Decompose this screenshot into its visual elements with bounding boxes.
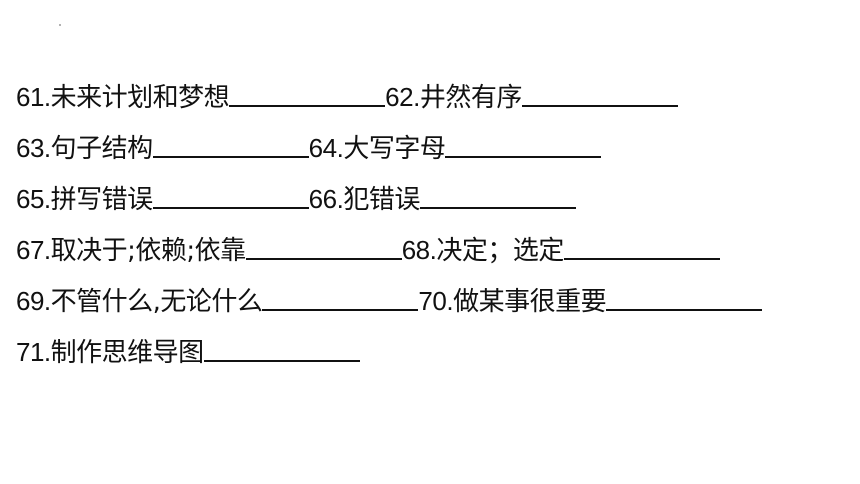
- item-text: 井然有序: [419, 83, 523, 113]
- vocab-item-63: 63.句子结构: [16, 127, 153, 171]
- answer-blank-68[interactable]: [563, 232, 720, 260]
- answer-blank-63[interactable]: [152, 130, 309, 158]
- item-text: 大写字母: [343, 134, 446, 164]
- list-line-6: 71.制作思维导图: [16, 331, 762, 382]
- list-line-3: 65.拼写错误 66.犯错误: [16, 178, 762, 229]
- item-text: 制作思维导图: [50, 338, 205, 368]
- answer-blank-61[interactable]: [229, 79, 386, 107]
- answer-blank-71[interactable]: [203, 334, 360, 362]
- item-text: 句子结构: [50, 134, 154, 164]
- vocab-item-66: 66.犯错误: [308, 178, 421, 222]
- item-number: 71.: [16, 337, 51, 367]
- list-line-1: 61.未来计划和梦想 62.井然有序: [16, 76, 762, 127]
- item-number: 70.: [418, 286, 454, 316]
- item-number: 65.: [16, 184, 51, 214]
- vocab-item-70: 70.做某事很重要: [418, 280, 606, 324]
- item-number: 63.: [16, 133, 51, 163]
- vocab-item-67: 67.取决于;依赖;依靠: [16, 229, 246, 273]
- item-text: 决定；选定: [436, 236, 564, 266]
- item-number: 64.: [308, 133, 344, 163]
- item-text: 未来计划和梦想: [50, 83, 230, 113]
- vocab-item-71: 71.制作思维导图: [16, 331, 204, 375]
- item-text: 取决于;依赖;依靠: [50, 236, 247, 266]
- answer-blank-67[interactable]: [245, 232, 402, 260]
- answer-blank-70[interactable]: [606, 283, 763, 311]
- item-text: 犯错误: [343, 185, 420, 215]
- item-number: 62.: [385, 82, 420, 112]
- item-text: 做某事很重要: [453, 287, 607, 317]
- decorative-dot: [59, 24, 61, 26]
- vocab-item-61: 61.未来计划和梦想: [16, 76, 230, 120]
- item-number: 68.: [401, 235, 437, 265]
- list-line-5: 69.不管什么,无论什么 70.做某事很重要: [16, 280, 763, 331]
- vocab-item-69: 69.不管什么,无论什么: [16, 280, 263, 324]
- item-number: 67.: [16, 235, 51, 265]
- item-number: 61.: [16, 82, 51, 112]
- list-line-4: 67.取决于;依赖;依靠 68.决定；选定: [16, 229, 762, 280]
- answer-blank-69[interactable]: [262, 283, 419, 311]
- list-line-2: 63.句子结构 64.大写字母: [16, 127, 762, 178]
- vocab-item-65: 65.拼写错误: [16, 178, 153, 222]
- answer-blank-66[interactable]: [419, 181, 576, 209]
- vocabulary-list: 61.未来计划和梦想 62.井然有序 63.句子结构 64.大写字母 65.拼写错误…: [16, 76, 763, 382]
- vocab-item-68: 68.决定；选定: [401, 229, 565, 273]
- vocab-item-62: 62.井然有序: [385, 76, 522, 120]
- item-number: 69.: [16, 286, 51, 316]
- answer-blank-65[interactable]: [152, 181, 309, 209]
- item-text: 不管什么,无论什么: [50, 287, 263, 317]
- answer-blank-62[interactable]: [521, 79, 678, 107]
- answer-blank-64[interactable]: [445, 130, 602, 158]
- item-number: 66.: [308, 184, 344, 214]
- vocab-item-64: 64.大写字母: [309, 127, 446, 171]
- item-text: 拼写错误: [50, 185, 154, 215]
